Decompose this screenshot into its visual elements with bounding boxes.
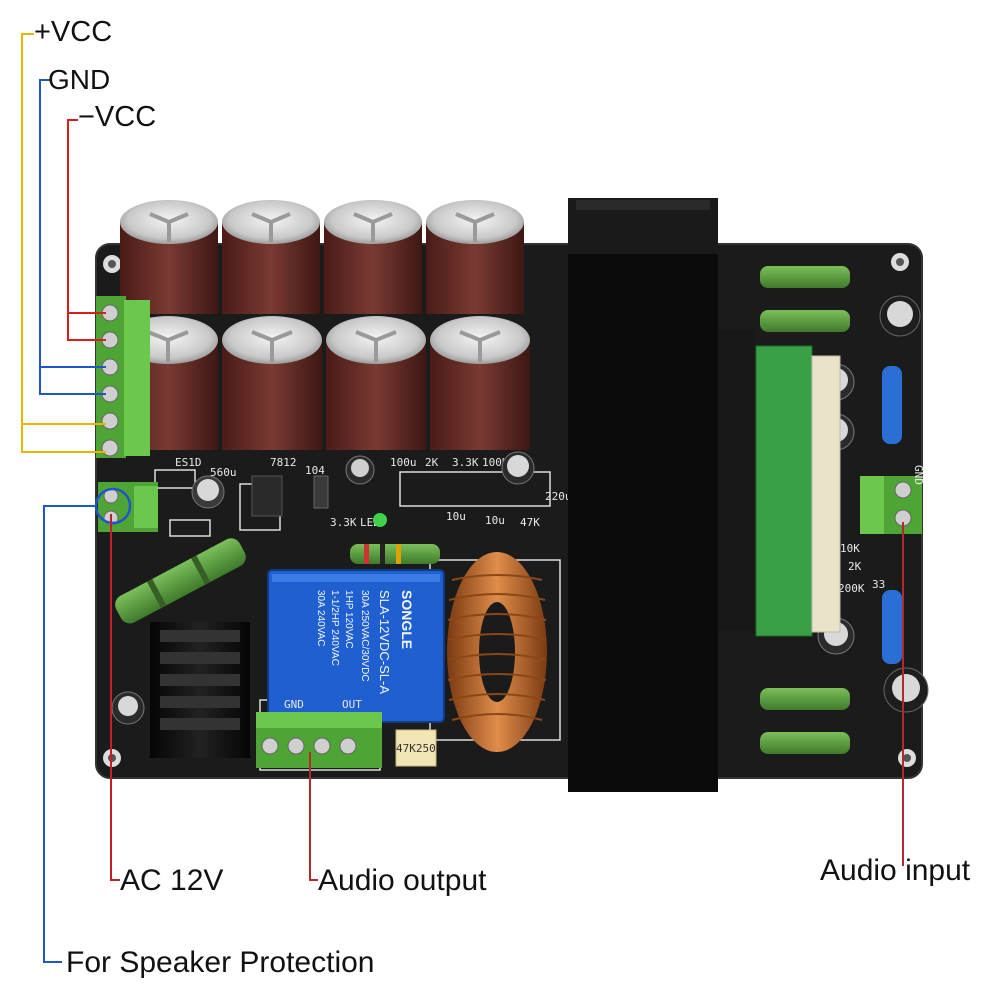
label-speaker-protection: For Speaker Protection [66,946,375,979]
relay-rating-1: 30A 250VAC/30VDC [359,590,370,682]
svg-text:220u: 220u [545,490,572,503]
speaker-relay: SONGLE SLA-12VDC-SL-A 30A 250VAC/30VDC 1… [267,569,445,723]
power-resistor [350,544,440,564]
svg-text:10K: 10K [840,542,860,555]
svg-text:560u: 560u [210,466,237,479]
speaker-leader [43,505,97,963]
svg-text:104: 104 [305,464,325,477]
bridge-heatsink [150,622,250,758]
in-gnd-silk: GND [912,465,925,485]
relay-rating-2: 1HP 120VAC [343,590,354,649]
leader-lines [21,33,904,963]
audio-output-leader [309,752,318,881]
svg-text:3.3K: 3.3K [330,516,357,529]
silk-labels: ES1D 560u 7812 104 100u 2K 3.3K 100K LED… [175,456,885,595]
led [373,513,387,527]
emitter-resistors [760,266,850,754]
voltage-regulator [251,475,283,517]
relay-rating-4: 30A 240VAC [315,590,326,647]
label-ac12v: AC 12V [120,864,224,897]
out-gnd-silk: GND [284,698,304,711]
toroid-inductor [447,552,547,752]
filter-capacitors [118,200,530,450]
out-out-silk: OUT [342,698,362,711]
label-vcc-neg: −VCC [78,101,157,133]
wirewound-resistor [115,538,246,624]
svg-text:7812: 7812 [270,456,297,469]
power-terminal-block [96,296,150,458]
audio-input-terminal [860,476,922,534]
driver-board [718,330,841,637]
ac12v-leader [110,514,120,881]
gnd-leader [39,79,106,395]
svg-text:47K: 47K [520,516,540,529]
svg-text:33: 33 [872,578,885,591]
label-audio-input: Audio input [820,854,971,887]
svg-text:2K: 2K [848,560,862,573]
svg-text:10u: 10u [485,514,505,527]
vcc-neg-leader [67,119,106,341]
audio-output-terminal [256,712,382,768]
svg-text:ES1D: ES1D [175,456,202,469]
svg-text:100u: 100u [390,456,417,469]
yellow-resistor [395,729,437,767]
input-resistors [882,366,902,664]
relay-rating-3: 1-1/2HP 240VAC [329,590,340,666]
svg-text:200K: 200K [838,582,865,595]
main-heatsink [568,198,718,792]
resistor-value: 47K250 [396,742,436,755]
label-vcc-pos: +VCC [34,16,113,48]
label-gnd: GND [48,64,111,95]
svg-text:3.3K: 3.3K [452,456,479,469]
relay-model: SLA-12VDC-SL-A [377,590,392,694]
vcc-pos-leader [21,33,106,453]
svg-text:10u: 10u [446,510,466,523]
svg-text:2K: 2K [425,456,439,469]
relay-brand: SONGLE [399,590,415,649]
label-audio-output: Audio output [318,864,487,897]
